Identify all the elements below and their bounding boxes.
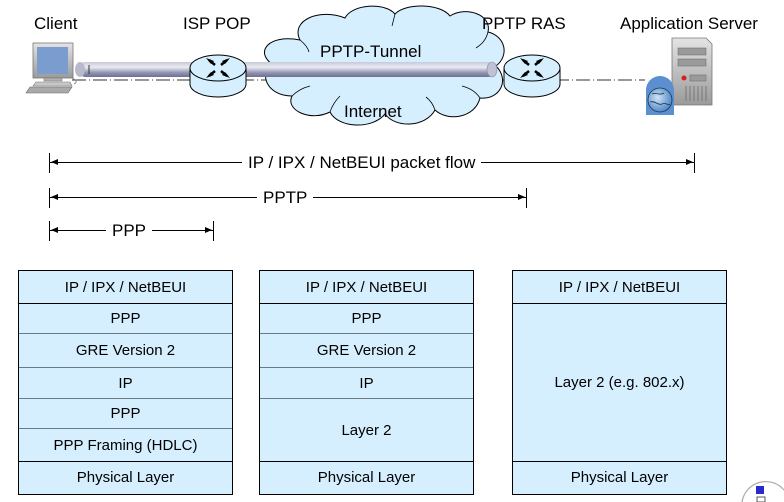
layer-physical: Physical Layer (260, 461, 473, 493)
protocol-stack-server: IP / IPX / NetBEUI Layer 2 (e.g. 802.x) … (512, 270, 727, 495)
layer-layer2: Layer 2 (e.g. 802.x) (513, 303, 726, 461)
layer-ppp: PPP (260, 303, 473, 333)
arrow-left-icon (51, 159, 58, 165)
arrow-right-icon (205, 227, 212, 233)
isp-pop-label: ISP POP (183, 14, 251, 33)
layer-ppp: PPP (19, 303, 232, 333)
pptp-ras-label: PPTP RAS (482, 14, 566, 33)
layer-ip-ipx-netbeui: IP / IPX / NetBEUI (64, 278, 187, 296)
layer-ip-ipx-netbeui: IP / IPX / NetBEUI (305, 278, 428, 296)
flow-end-tick (213, 221, 214, 241)
isp-pop-router-icon (189, 54, 247, 98)
protocol-stack-ras: IP / IPX / NetBEUI PPP GRE Version 2 IP … (259, 270, 474, 495)
layer-ip: IP (19, 367, 232, 398)
logo-square-icon (756, 486, 764, 494)
flow-ip-ipx-netbeui: IP / IPX / NetBEUI packet flow (49, 153, 695, 173)
arrow-left-icon (51, 227, 58, 233)
network-diagram (25, 5, 713, 126)
pptp-tunnel (75, 61, 498, 78)
layer-gre: GRE Version 2 (19, 333, 232, 367)
pptp-tunnel-label: PPTP-Tunnel (320, 42, 422, 61)
layer-gre: GRE Version 2 (260, 333, 473, 367)
flow-end-tick (694, 153, 695, 173)
flow-start-tick (49, 221, 50, 241)
layer-ppp: PPP (19, 398, 232, 428)
flow-ppp: PPP (49, 221, 214, 241)
application-server-label: Application Server (620, 14, 758, 33)
application-server-icon (646, 37, 713, 115)
flow-pptp: PPTP (49, 188, 527, 208)
layer-physical: Physical Layer (513, 461, 726, 493)
protocol-stack-client: IP / IPX / NetBEUI PPP GRE Version 2 IP … (18, 270, 233, 495)
flow-label: PPTP (257, 188, 314, 208)
client-computer-icon (25, 42, 77, 94)
layer-ip-ipx-netbeui: IP / IPX / NetBEUI (558, 278, 681, 296)
layer-ppp-framing: PPP Framing (HDLC) (19, 428, 232, 461)
flow-label: IP / IPX / NetBEUI packet flow (242, 153, 482, 173)
flow-end-tick (526, 188, 527, 208)
arrow-right-icon (686, 159, 693, 165)
flow-start-tick (49, 153, 50, 173)
flow-start-tick (49, 188, 50, 208)
internet-label: Internet (344, 102, 402, 121)
pptp-ras-router-icon (503, 54, 561, 98)
layer-physical: Physical Layer (19, 461, 232, 493)
arrow-right-icon (518, 194, 525, 200)
logo-circle-icon (741, 480, 784, 502)
flow-label: PPP (106, 221, 153, 241)
arrow-left-icon (51, 194, 58, 200)
layer-ip: IP (260, 367, 473, 398)
layer-layer2: Layer 2 (260, 398, 473, 461)
client-label: Client (34, 14, 78, 33)
